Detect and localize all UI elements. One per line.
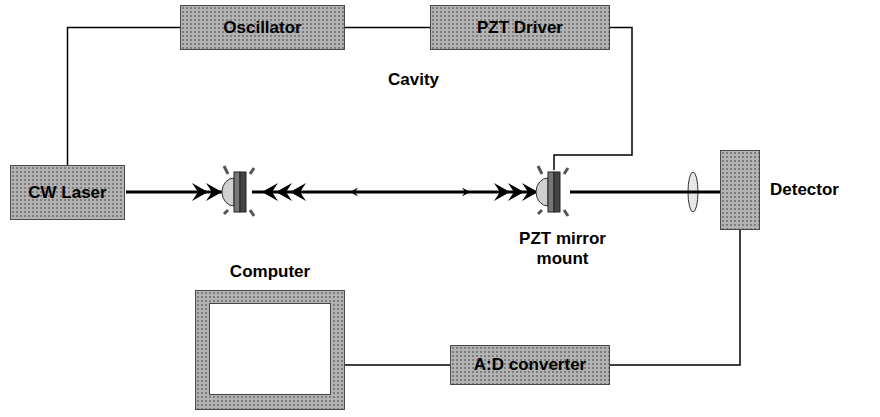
monitor-frame xyxy=(195,290,345,410)
node-label: Detector xyxy=(770,180,839,200)
mirror-dome xyxy=(536,178,548,206)
mirror-knob xyxy=(250,210,254,216)
process-box: PZT Driver xyxy=(430,5,610,50)
node-label: Computer xyxy=(190,262,350,282)
detector-box: Detector xyxy=(720,150,870,230)
mirror-mount: PZT mirror mount xyxy=(500,165,625,270)
mirror-plate xyxy=(234,172,240,212)
beam-arrowhead xyxy=(462,188,470,197)
mirror-knob xyxy=(538,166,542,174)
beam-arrowhead xyxy=(206,183,222,201)
signal-wire xyxy=(345,27,430,29)
monitor-screen xyxy=(209,303,331,395)
mirror-symbol xyxy=(538,170,570,220)
beam-arrowhead xyxy=(262,183,278,201)
mirror-dome xyxy=(222,178,234,206)
mirror-plate xyxy=(554,172,560,212)
mirror-plate xyxy=(548,172,554,212)
process-box: Oscillator xyxy=(180,5,345,50)
computer-monitor: Computer xyxy=(190,262,350,412)
beam-arrowhead xyxy=(276,183,292,201)
signal-wire xyxy=(345,364,450,366)
mirror-knob xyxy=(564,210,568,216)
signal-wire xyxy=(610,230,740,365)
mirror-plate xyxy=(240,172,246,212)
node-label: PZT Driver xyxy=(477,18,563,38)
beam-arrowhead xyxy=(192,183,208,201)
beam-arrowhead xyxy=(350,188,358,197)
node-label: CW Laser xyxy=(28,183,106,203)
process-box: A:D converter xyxy=(450,345,610,385)
signal-wire xyxy=(68,28,181,166)
process-box: CW Laser xyxy=(10,165,125,220)
cavity-mirror xyxy=(222,166,254,216)
node-label: PZT mirror mount xyxy=(500,229,625,268)
beam-arrowhead xyxy=(494,183,510,201)
mirror-knob xyxy=(224,166,228,174)
node-label: A:D converter xyxy=(474,355,586,375)
mirror-knob xyxy=(224,210,228,214)
laser-beam xyxy=(126,183,538,201)
part-label: Cavity xyxy=(388,70,439,90)
beam-arrowhead xyxy=(508,183,524,201)
beam-arrowhead xyxy=(290,183,306,201)
mirror-knob xyxy=(564,168,568,174)
node-label: Oscillator xyxy=(223,18,301,38)
detector-housing xyxy=(720,150,760,230)
mirror-knob xyxy=(250,168,254,174)
mirror-knob xyxy=(538,210,542,214)
beam-line xyxy=(570,191,720,194)
